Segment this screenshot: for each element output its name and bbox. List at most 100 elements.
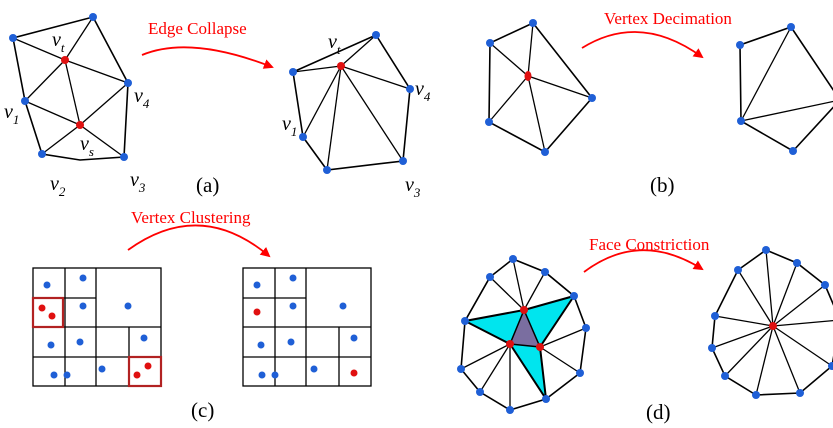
vertex — [541, 268, 549, 276]
vertex — [9, 34, 17, 42]
vertex — [310, 365, 318, 373]
vertex — [828, 362, 833, 370]
face-constriction-after-mesh — [708, 246, 833, 399]
vertex — [711, 312, 719, 320]
vertex-t — [337, 62, 345, 70]
vertex — [737, 117, 745, 125]
label-v4: v4 — [134, 85, 150, 111]
vertex — [350, 369, 358, 377]
vertex — [541, 148, 549, 156]
vertex — [542, 395, 550, 403]
highlight-cell — [127, 355, 163, 388]
arrow-edge-collapse — [141, 46, 274, 69]
highlight-cell — [31, 296, 65, 329]
edge-collapse-before-mesh — [9, 13, 132, 161]
central-face — [508, 308, 542, 348]
label-v1-after: v1 — [282, 113, 297, 139]
panel-letter-c: (c) — [191, 398, 214, 422]
vertex-decimation-after-mesh — [736, 23, 833, 155]
vertex — [323, 166, 331, 174]
edge-collapse-after-mesh — [289, 31, 414, 174]
vertex — [124, 79, 132, 87]
vertex — [762, 246, 770, 254]
vertex — [48, 312, 56, 320]
vertex-clustering-after-grid — [242, 267, 372, 387]
vertex-clustering-before-grid — [31, 267, 163, 388]
arrow-face-constriction — [583, 249, 704, 273]
vertex — [144, 362, 152, 370]
panel-c: Vertex Clustering (c) — [31, 208, 372, 422]
vertex-t — [61, 56, 69, 64]
vertex-face — [536, 343, 544, 351]
label-v3-after: v3 — [405, 174, 421, 200]
label-vt-after: vt — [328, 31, 341, 57]
vertex — [79, 302, 87, 310]
vertex-decimation-before-mesh — [485, 19, 596, 156]
face-constriction-before-mesh — [457, 255, 590, 414]
vertex — [50, 371, 58, 379]
label-vt: vt — [52, 29, 65, 55]
vertex — [47, 341, 55, 349]
vertex — [350, 334, 358, 342]
label-v3: v3 — [130, 169, 146, 195]
arrow-vertex-clustering — [127, 224, 271, 258]
vertex — [38, 304, 46, 312]
vertex — [821, 281, 829, 289]
vertex — [486, 39, 494, 47]
vertex — [258, 371, 266, 379]
label-vertex-clustering: Vertex Clustering — [131, 208, 251, 227]
label-face-constriction: Face Constriction — [589, 235, 710, 254]
vertex — [509, 255, 517, 263]
vertex-removed — [524, 71, 532, 81]
vertex — [124, 302, 132, 310]
vertex — [529, 19, 537, 27]
vertex — [752, 391, 760, 399]
vertex — [793, 259, 801, 267]
vertex — [89, 13, 97, 21]
vertex — [708, 344, 716, 352]
panel-b: Vertex Decimation (b) — [485, 9, 833, 197]
vertex — [299, 133, 307, 141]
vertex — [588, 94, 596, 102]
vertex — [476, 388, 484, 396]
arrow-vertex-decimation — [581, 31, 704, 59]
label-vertex-decimation: Vertex Decimation — [604, 9, 732, 28]
label-v1: v1 — [4, 101, 19, 127]
vertex — [399, 157, 407, 165]
vertex-face — [520, 306, 528, 314]
panel-letter-d: (d) — [646, 400, 671, 424]
vertex — [789, 147, 797, 155]
vertex — [570, 292, 578, 300]
vertex — [257, 341, 265, 349]
vertex — [120, 153, 128, 161]
vertex — [457, 365, 465, 373]
vertex — [140, 334, 148, 342]
vertex — [406, 85, 414, 93]
vertex — [372, 31, 380, 39]
vertex — [339, 302, 347, 310]
vertex — [796, 389, 804, 397]
vertex-s — [76, 121, 84, 129]
vertex — [289, 274, 297, 282]
vertex — [271, 371, 279, 379]
vertex — [736, 41, 744, 49]
vertex — [576, 369, 584, 377]
vertex — [79, 274, 87, 282]
panel-letter-b: (b) — [650, 173, 675, 197]
vertex — [485, 118, 493, 126]
label-edge-collapse: Edge Collapse — [148, 19, 247, 38]
vertex — [787, 23, 795, 31]
vertex — [721, 372, 729, 380]
panel-d: Face Constriction (d) — [457, 235, 833, 424]
panel-letter-a: (a) — [196, 173, 219, 197]
label-vs: vs — [80, 133, 94, 159]
panel-a: vt vs v4 v1 v2 v3 Edge Collapse vt v4 v1 — [4, 13, 431, 200]
vertex — [461, 317, 469, 325]
vertex — [253, 281, 261, 289]
vertex-merged — [769, 322, 777, 330]
vertex — [133, 371, 141, 379]
vertex — [506, 406, 514, 414]
vertex — [486, 273, 494, 281]
vertex — [289, 68, 297, 76]
vertex — [63, 371, 71, 379]
